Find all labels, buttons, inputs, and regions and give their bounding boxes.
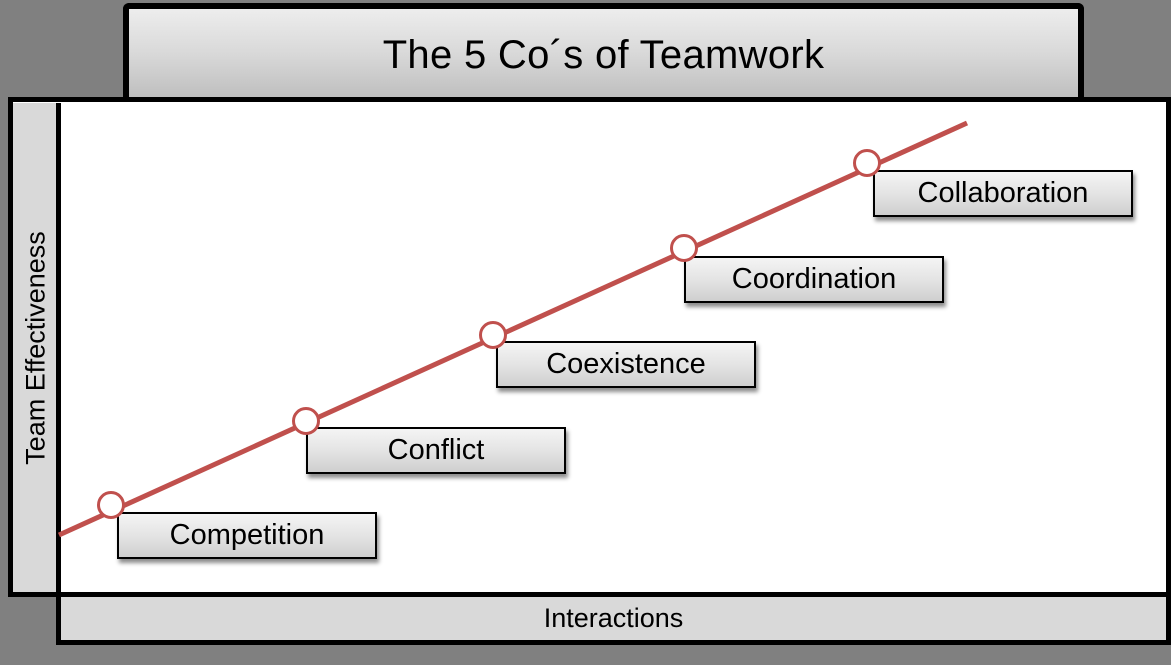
stage-label-competition: Competition — [117, 512, 377, 559]
stage-marker-collaboration — [853, 149, 881, 177]
stage-label-coexistence: Coexistence — [496, 341, 756, 388]
x-axis-panel: Interactions — [56, 592, 1171, 645]
stage-marker-conflict — [292, 407, 320, 435]
y-axis-panel — [13, 103, 61, 592]
x-axis-label: Interactions — [543, 603, 684, 633]
stage-label-coordination: Coordination — [684, 256, 944, 303]
stage-label-collaboration: Collaboration — [873, 170, 1133, 217]
title-box: The 5 Co´s of Teamwork — [123, 3, 1084, 97]
stage-marker-coordination — [670, 234, 698, 262]
diagram-title: The 5 Co´s of Teamwork — [382, 32, 825, 77]
y-axis-label: Team Effectiveness — [20, 231, 51, 465]
stage-marker-competition — [97, 491, 125, 519]
stage-marker-coexistence — [479, 321, 507, 349]
stage-label-conflict: Conflict — [306, 427, 566, 474]
